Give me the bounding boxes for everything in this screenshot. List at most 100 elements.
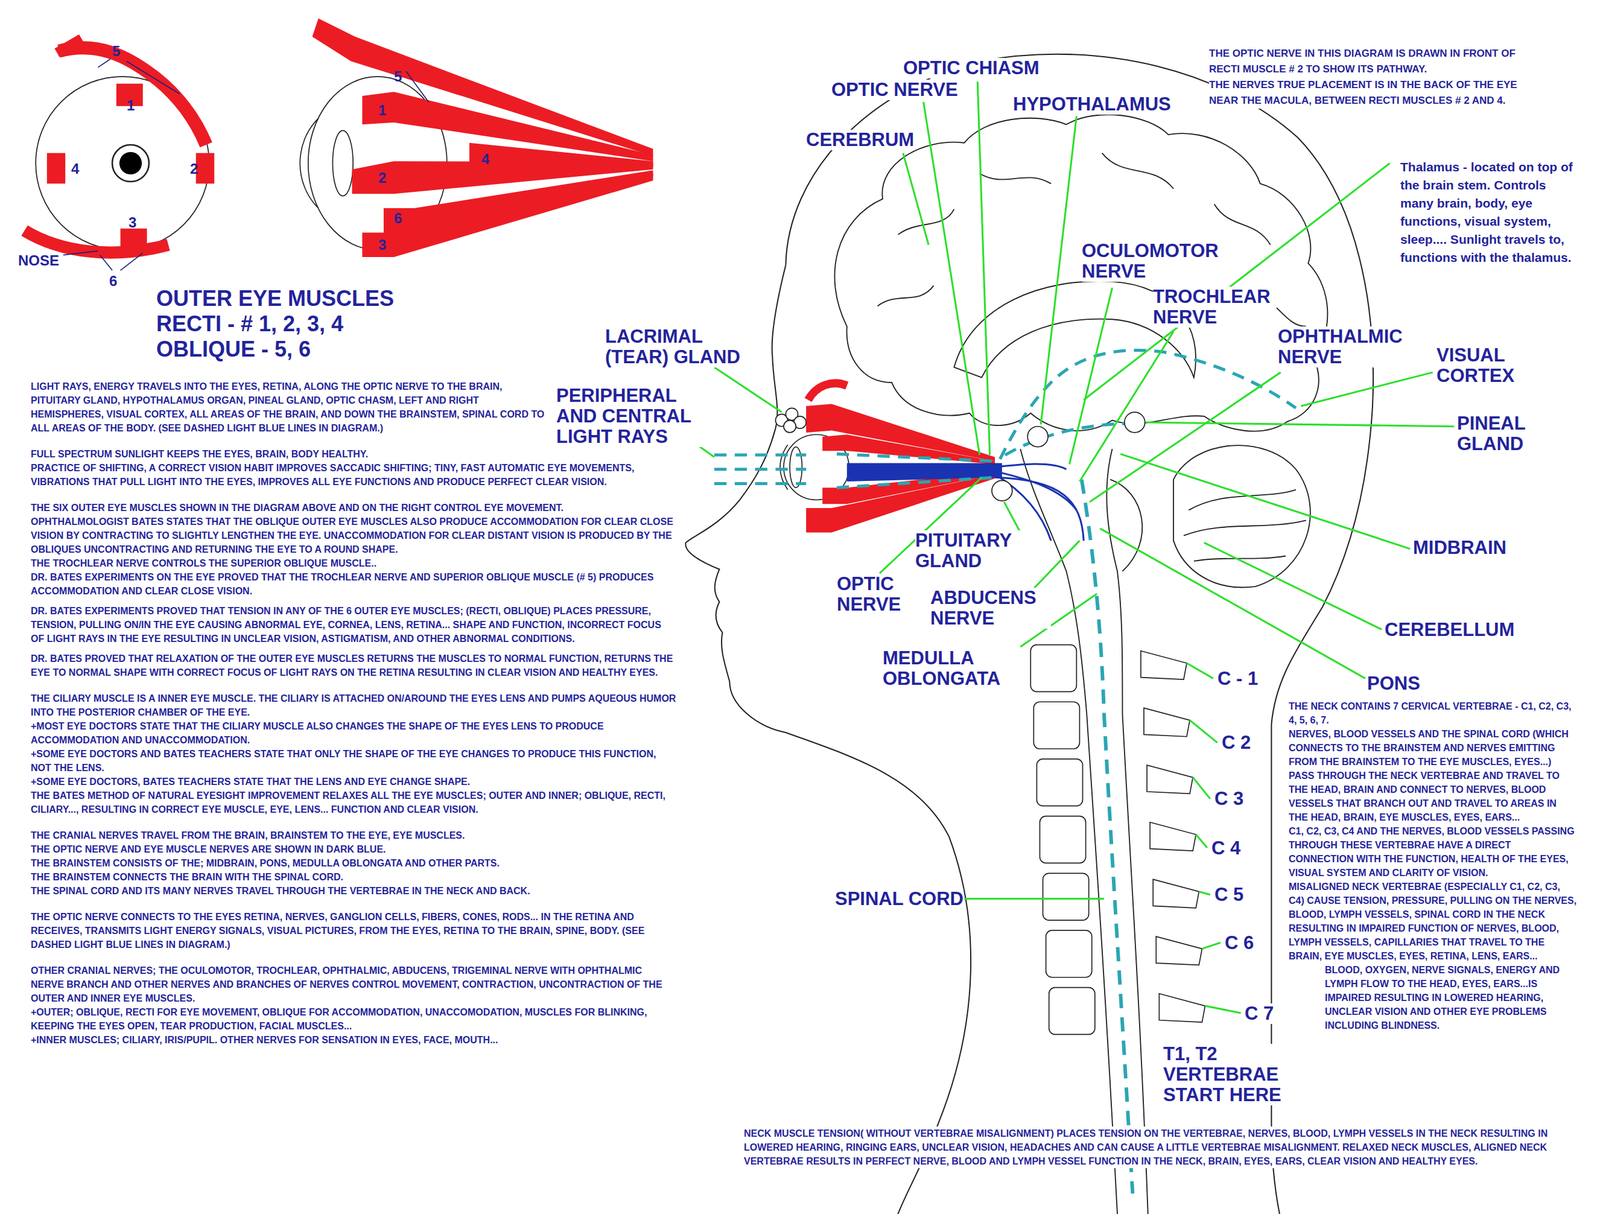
callout-number: 6: [109, 272, 118, 290]
eye-and-muscles-in-head-shape: [822, 434, 995, 464]
vertebrae-shape: [1036, 758, 1083, 807]
brain-shape: [1102, 153, 1174, 189]
leader-lines-shape: [923, 101, 980, 455]
leader-lines-shape: [1069, 287, 1113, 465]
paragraph-text: OTHER CRANIAL NERVES; THE OCULOMOTOR, TR…: [30, 963, 677, 1006]
side-eye-muscles-shape: [361, 173, 653, 258]
front-eye-muscles-shape: [196, 153, 215, 185]
front-eye-muscles-shape: [63, 250, 99, 256]
paragraph-text: THE TROCHLEAR NERVE CONTROLS THE SUPERIO…: [30, 556, 677, 571]
paragraph-text: THE OPTIC NERVE IN THIS DIAGRAM IS DRAWN…: [1209, 45, 1547, 78]
paragraph-text: FULL SPECTRUM SUNLIGHT KEEPS THE EYES, B…: [30, 447, 677, 461]
front-eye-muscles-shape: [120, 252, 143, 271]
leader-lines-shape: [1040, 116, 1077, 425]
callout-number: 6: [393, 209, 402, 227]
callout-number: 5: [112, 42, 121, 60]
side-eye-muscles-shape: [332, 130, 353, 196]
part-label: OCULOMOTOR NERVE: [1081, 240, 1227, 282]
part-label: HYPOTHALAMUS: [1012, 94, 1172, 115]
part-label: SPINAL CORD: [834, 888, 964, 910]
eye-and-muscles-in-head-shape: [808, 383, 848, 400]
leader-lines-shape: [964, 897, 1105, 900]
vertebrae-shape: [1152, 879, 1199, 908]
front-eye-muscles: [24, 38, 215, 271]
callout-text: NOSE: [18, 252, 60, 270]
leader-lines-shape: [1089, 372, 1281, 502]
leader-lines-shape: [1204, 542, 1382, 630]
text-column: THE OPTIC NERVE IN THIS DIAGRAM IS DRAWN…: [1209, 45, 1547, 109]
vertebrae-shape: [1030, 644, 1077, 693]
vertebrae-shape: [1143, 707, 1190, 737]
part-label: OPTIC NERVE: [831, 79, 959, 101]
vertebrae-shape: [1043, 873, 1089, 921]
part-label: OPHTHALMIC NERVE: [1277, 326, 1411, 368]
text-column: THE NECK CONTAINS 7 CERVICAL VERTEBRAE -…: [1288, 699, 1579, 1033]
leader-lines-shape: [714, 367, 782, 413]
light-pathway: [714, 349, 1296, 1194]
front-eye-muscles-shape: [47, 153, 66, 185]
part-label: TROCHLEAR NERVE: [1152, 286, 1277, 328]
part-label: CEREBRUM: [806, 129, 915, 151]
paragraph-text: THE BRAINSTEM CONNECTS THE BRAIN WITH TH…: [30, 869, 677, 884]
heading-text: RECTI - # 1, 2, 3, 4: [156, 311, 344, 337]
paragraph-text: +MOST EYE DOCTORS STATE THAT THE CILIARY…: [30, 719, 677, 747]
paragraph-text: NERVES, BLOOD VESSELS AND THE SPINAL COR…: [1288, 726, 1579, 825]
head-outline: [685, 54, 1374, 1214]
brain-shape: [1173, 445, 1311, 588]
leader-lines-shape: [1186, 663, 1214, 679]
heading-text: OUTER EYE MUSCLES: [156, 285, 394, 312]
paragraph-text: THE NECK CONTAINS 7 CERVICAL VERTEBRAE -…: [1288, 699, 1579, 727]
leader-lines-shape: [903, 153, 929, 245]
paragraph-text: THE SPINAL CORD AND ITS MANY NERVES TRAV…: [30, 883, 677, 898]
paragraph-text: THE CILIARY MUSCLE IS A INNER EYE MUSCLE…: [30, 691, 677, 720]
paragraph-text: PRACTICE OF SHIFTING, A CORRECT VISION H…: [30, 460, 677, 489]
callout-number: 4: [481, 150, 490, 168]
paragraph-text: THE OPTIC NERVE AND EYE MUSCLE NERVES AR…: [30, 842, 677, 857]
leader-lines-shape: [1120, 453, 1410, 549]
light-pathway-shape: [1000, 349, 1296, 459]
side-eye-muscles-shape: [299, 118, 318, 209]
vertebra-label: C 6: [1224, 932, 1254, 954]
vertebra-label: C 5: [1214, 884, 1244, 905]
gland-circles-shape: [991, 480, 1013, 501]
part-label: PERIPHERAL AND CENTRAL LIGHT RAYS: [556, 385, 708, 448]
leader-lines-shape: [1189, 720, 1218, 743]
front-eye-muscles-shape: [126, 60, 180, 94]
paragraph-text: +SOME EYE DOCTORS, BATES TEACHERS STATE …: [30, 774, 677, 789]
eye-and-muscles-in-head-shape: [994, 463, 1067, 470]
lacrimal-gland-shape: [783, 420, 796, 433]
brain-shape: [877, 285, 934, 306]
leader-lines-shape: [1204, 1005, 1241, 1013]
gland-circles: [991, 412, 1146, 501]
vertebra-label: C - 1: [1217, 668, 1258, 689]
part-label: MIDBRAIN: [1412, 537, 1507, 559]
part-label: ABDUCENS NERVE: [930, 587, 1051, 629]
callout-number: 2: [378, 169, 387, 187]
callout-number: 3: [378, 236, 387, 254]
paragraph-text: THE BATES METHOD OF NATURAL EYESIGHT IMP…: [30, 788, 677, 817]
vertebra-label: C 7: [1244, 1003, 1274, 1024]
paragraph-text: +INNER MUSCLES; CILIARY, IRIS/PUPIL. OTH…: [30, 1032, 677, 1047]
part-label: VISUAL CORTEX: [1436, 345, 1558, 387]
note-text: Thalamus - located on top of the brain s…: [1400, 158, 1576, 267]
paragraph-text: +SOME EYE DOCTORS AND BATES TEACHERS STA…: [30, 746, 677, 775]
paragraph-text: MISALIGNED NECK VERTEBRAE (ESPECIALLY C1…: [1288, 879, 1579, 963]
callout-number: 3: [128, 214, 137, 232]
leader-lines-shape: [1201, 942, 1220, 949]
callout-number: 1: [126, 97, 135, 115]
leader-lines-shape: [1195, 834, 1208, 848]
vertebrae-shape: [1046, 930, 1093, 978]
part-label: PITUITARY GLAND: [915, 530, 1036, 572]
brain-shape: [1214, 203, 1271, 245]
vertebra-label: C 4: [1211, 838, 1241, 859]
leader-lines-shape: [1192, 777, 1211, 799]
vertebrae-shape: [1140, 650, 1187, 680]
leader-lines-shape: [1032, 540, 1080, 590]
leader-lines-shape: [1198, 891, 1211, 895]
leader-lines-shape: [1099, 528, 1366, 679]
vertebra-label: C 3: [1214, 788, 1244, 810]
leader-lines-shape: [977, 81, 990, 455]
eye-and-muscles-in-head: [780, 383, 1084, 541]
vertebrae-shape: [1155, 936, 1202, 965]
